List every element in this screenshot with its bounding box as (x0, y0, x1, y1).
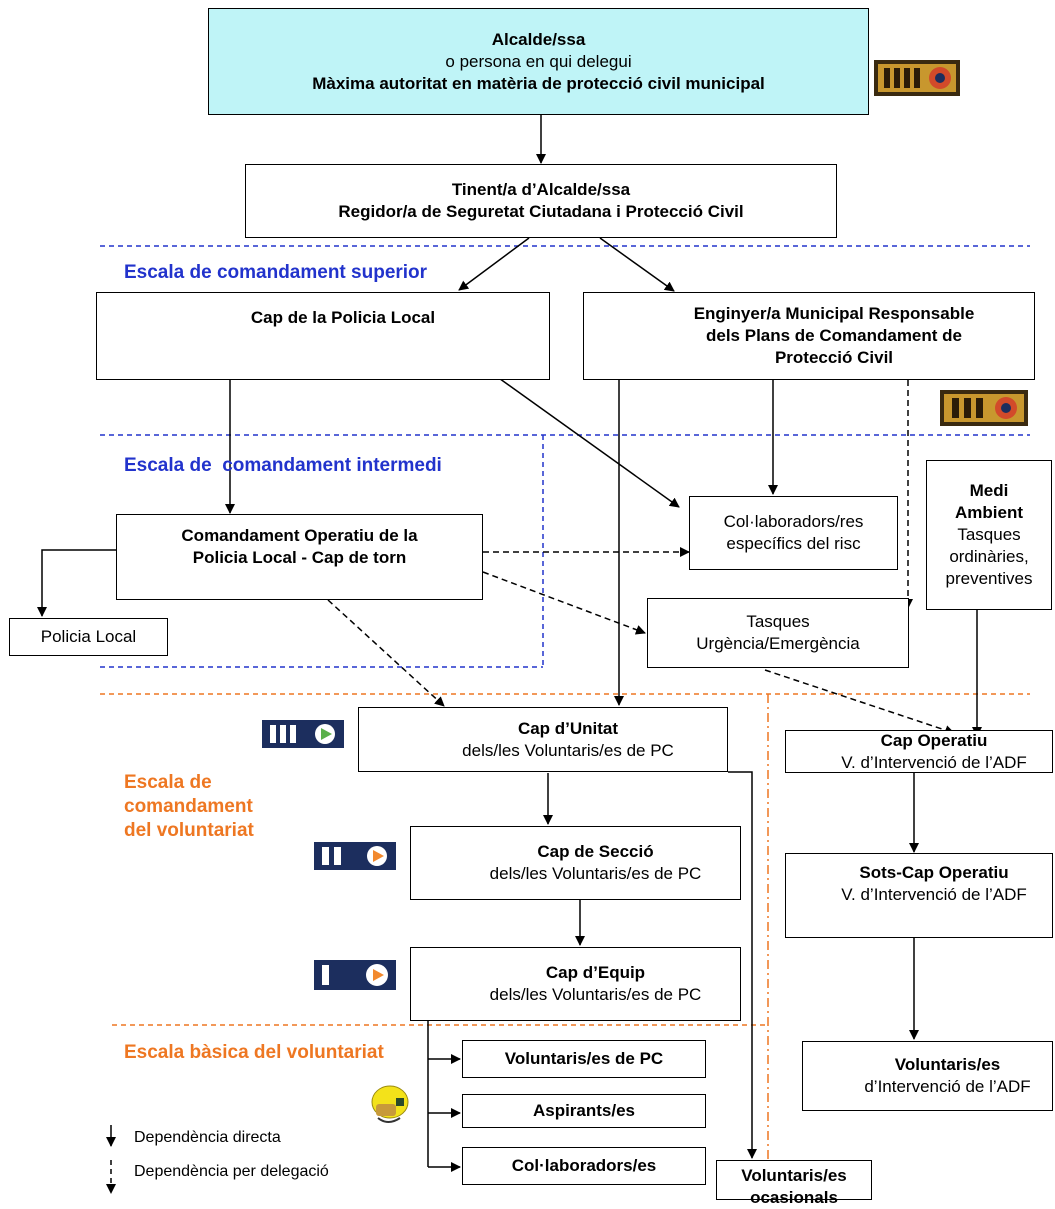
engineer-line3: Protecció Civil (774, 348, 894, 367)
unit-chief-title: Cap d’Unitat (517, 718, 619, 738)
adf-chief-box: Cap Operatiu V. d’Intervenció de l’ADF (785, 730, 1053, 773)
collaborators-box: Col·laboradors/es (462, 1147, 706, 1185)
team-chief-subtitle: dels/les Voluntaris/es de PC (489, 985, 702, 1004)
applicants-box: Aspirants/es (462, 1094, 706, 1128)
urgent-tasks-box: Tasques Urgència/Emergència (647, 598, 909, 668)
collaborators-label: Col·laboradors/es (511, 1156, 657, 1175)
level-superior-label: Escala de comandament superior (124, 262, 428, 283)
deputy-box: Tinent/a d’Alcalde/ssa Regidor/a de Segu… (245, 164, 837, 238)
police-chief-box: Cap de la Policia Local (96, 292, 550, 380)
environment-box: Medi Ambient Tasques ordinàries, prevent… (926, 460, 1052, 610)
mayor-box: Alcalde/ssa o persona en qui delegui Màx… (208, 8, 869, 115)
urgent-tasks-line1: Tasques (746, 612, 810, 631)
local-police-label: Policia Local (40, 627, 137, 646)
rank-badge-unit (262, 720, 344, 748)
environment-line3: Tasques (957, 525, 1021, 544)
risk-collaborators-line2: específics del risc (726, 534, 861, 553)
urgent-tasks-line2: Urgència/Emergència (696, 634, 860, 653)
occasional-line2: ocasionals (750, 1188, 838, 1207)
police-chief-title: Cap de la Policia Local (250, 308, 436, 327)
deputy-title: Tinent/a d’Alcalde/ssa (451, 180, 631, 199)
risk-collaborators-box: Col·laboradors/res específics del risc (689, 496, 898, 570)
adf-volunteers-subtitle: d’Intervenció de l’ADF (864, 1077, 1031, 1096)
rank-badge-mayor (874, 60, 960, 96)
engineer-line1: Enginyer/a Municipal Responsable (693, 304, 975, 323)
level-intermediate-label: Escala de comandament intermedi (124, 455, 442, 476)
deputy-role: Regidor/a de Seguretat Ciutadana i Prote… (338, 202, 744, 221)
section-chief-subtitle: dels/les Voluntaris/es de PC (489, 864, 702, 883)
engineer-box: Enginyer/a Municipal Responsable dels Pl… (583, 292, 1035, 380)
helmet-icon-yellow-basic (371, 1085, 409, 1123)
adf-chief-subtitle: V. d’Intervenció de l’ADF (841, 752, 1027, 772)
unit-chief-box: Cap d’Unitat dels/les Voluntaris/es de P… (358, 707, 728, 772)
team-chief-box: Cap d’Equip dels/les Voluntaris/es de PC (410, 947, 741, 1021)
mayor-role: Màxima autoritat en matèria de protecció… (312, 73, 765, 93)
adf-volunteers-box: Voluntaris/es d’Intervenció de l’ADF (802, 1041, 1053, 1111)
rank-badge-engineer (940, 390, 1028, 426)
section-chief-title: Cap de Secció (537, 842, 654, 861)
occasional-box: Voluntaris/es ocasionals (716, 1160, 872, 1207)
occasional-line1: Voluntaris/es (741, 1166, 847, 1185)
team-chief-title: Cap d’Equip (545, 963, 646, 982)
adf-subchief-title: Sots-Cap Operatiu (859, 863, 1009, 882)
unit-chief-subtitle: dels/les Voluntaris/es de PC (462, 740, 674, 760)
volunteers-pc-box: Voluntaris/es de PC (462, 1040, 706, 1078)
risk-collaborators-line1: Col·laboradors/res (723, 512, 864, 531)
rank-badge-section (314, 842, 396, 870)
operational-command-line1: Comandament Operatiu de la (181, 526, 418, 545)
level-basic-label: Escala bàsica del voluntariat (124, 1042, 384, 1063)
adf-subchief-box: Sots-Cap Operatiu V. d’Intervenció de l’… (785, 853, 1053, 938)
adf-subchief-subtitle: V. d’Intervenció de l’ADF (841, 885, 1027, 904)
engineer-line2: dels Plans de Comandament de (705, 326, 962, 345)
rank-badge-team (314, 960, 396, 990)
mayor-title: Alcalde/ssa (491, 29, 586, 49)
volunteers-pc-label: Voluntaris/es de PC (504, 1049, 664, 1068)
operational-command-box: Comandament Operatiu de la Policia Local… (116, 514, 483, 600)
environment-line4: ordinàries, (949, 547, 1029, 566)
legend-delegated-label: Dependència per delegació (134, 1163, 329, 1180)
adf-volunteers-title: Voluntaris/es (894, 1055, 1001, 1074)
applicants-label: Aspirants/es (532, 1101, 636, 1120)
section-chief-box: Cap de Secció dels/les Voluntaris/es de … (410, 826, 741, 900)
level-volunteer-label-1: Escala de (124, 772, 212, 793)
level-volunteer-label-3: del voluntariat (124, 820, 254, 841)
adf-chief-title: Cap Operatiu (880, 730, 988, 750)
operational-command-line2: Policia Local - Cap de torn (192, 548, 407, 567)
environment-line5: preventives (945, 569, 1033, 588)
legend-direct-label: Dependència directa (134, 1129, 281, 1146)
environment-line1: Medi (969, 481, 1009, 500)
local-police-box: Policia Local (9, 618, 168, 656)
level-volunteer-label-2: comandament (124, 796, 253, 817)
mayor-subtitle: o persona en qui delegui (445, 51, 632, 71)
environment-line2: Ambient (955, 503, 1023, 522)
